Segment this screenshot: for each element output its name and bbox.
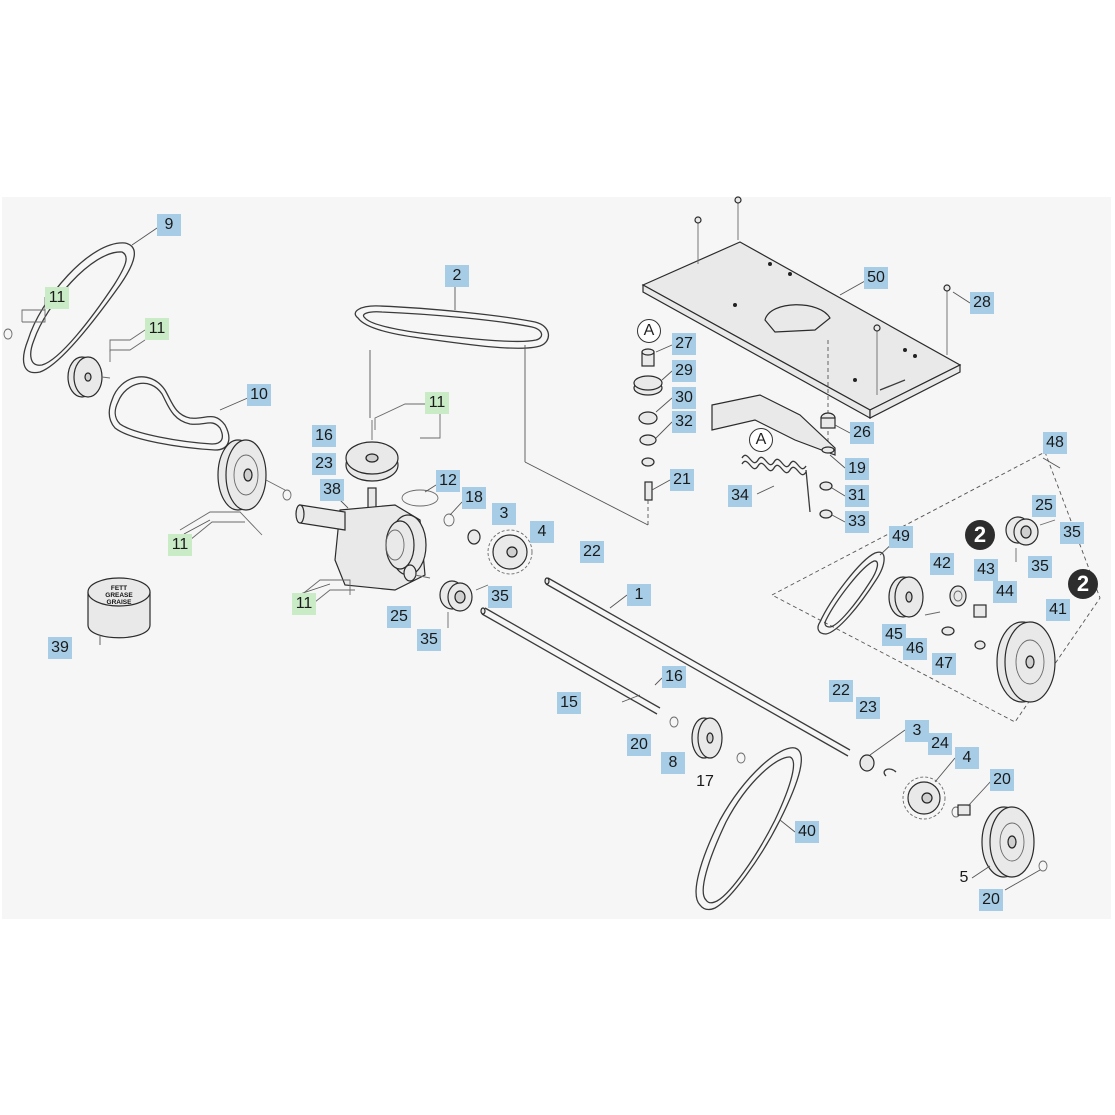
callout-12: 12 bbox=[436, 470, 460, 492]
callout-42: 42 bbox=[930, 553, 954, 575]
callout-23: 23 bbox=[856, 697, 880, 719]
callout-48: 48 bbox=[1043, 432, 1067, 454]
callout-10: 10 bbox=[247, 384, 271, 406]
callout-35: 35 bbox=[417, 629, 441, 651]
callout-50: 50 bbox=[864, 267, 888, 289]
sprocket-4-right bbox=[859, 754, 971, 820]
reference-badge-2-1: 2 bbox=[965, 520, 995, 550]
belt-40 bbox=[695, 747, 802, 911]
coupling-25-right bbox=[1005, 516, 1056, 562]
callout-41: 41 bbox=[1046, 599, 1070, 621]
callout-47: 47 bbox=[932, 653, 956, 675]
belt-9 bbox=[22, 242, 135, 374]
callout-11: 11 bbox=[425, 392, 449, 414]
pulley-41 bbox=[996, 621, 1056, 703]
callout-21: 21 bbox=[670, 469, 694, 491]
callout-20: 20 bbox=[990, 769, 1014, 791]
callout-46: 46 bbox=[903, 638, 927, 660]
callout-4: 4 bbox=[530, 521, 554, 543]
pulley-42 bbox=[888, 576, 987, 650]
callout-17: 17 bbox=[696, 773, 714, 790]
callout-25: 25 bbox=[1032, 495, 1056, 517]
coupling-25-left bbox=[439, 580, 489, 628]
callout-15: 15 bbox=[557, 692, 581, 714]
callout-39: 39 bbox=[48, 637, 72, 659]
callout-22: 22 bbox=[829, 680, 853, 702]
belt-2 bbox=[354, 305, 550, 349]
callout-3: 3 bbox=[492, 503, 516, 525]
callout-34: 34 bbox=[728, 485, 752, 507]
gearbox bbox=[295, 420, 439, 591]
callout-23: 23 bbox=[312, 453, 336, 475]
grease-can-line-2: GREASE bbox=[105, 592, 133, 599]
callout-33: 33 bbox=[845, 511, 869, 533]
callout-24: 24 bbox=[928, 733, 952, 755]
small-pulley bbox=[3, 328, 111, 398]
callout-11: 11 bbox=[45, 287, 69, 309]
shaft-1 bbox=[544, 577, 851, 757]
pulley-8 bbox=[669, 716, 746, 764]
callout-26: 26 bbox=[850, 422, 874, 444]
reference-marker-a-1: A bbox=[637, 319, 661, 343]
callout-38: 38 bbox=[320, 479, 344, 501]
shaft-15 bbox=[480, 607, 661, 715]
grease-can-label: FETT GREASE GRAISE bbox=[89, 585, 149, 606]
grease-can-line-1: FETT bbox=[110, 585, 128, 592]
callout-8: 8 bbox=[661, 752, 685, 774]
callout-49: 49 bbox=[889, 526, 913, 548]
tensioner-stack bbox=[633, 348, 833, 525]
pulley-5 bbox=[981, 806, 1048, 878]
grease-can bbox=[87, 577, 151, 639]
callout-29: 29 bbox=[672, 360, 696, 382]
callout-18: 18 bbox=[462, 487, 486, 509]
callout-45: 45 bbox=[882, 624, 906, 646]
plate-50 bbox=[641, 196, 962, 445]
grease-can-line-3: GRAISE bbox=[106, 599, 132, 606]
callout-16: 16 bbox=[662, 666, 686, 688]
spring-34 bbox=[741, 454, 811, 513]
callout-3: 3 bbox=[905, 720, 929, 742]
callout-4: 4 bbox=[955, 747, 979, 769]
callout-16: 16 bbox=[312, 425, 336, 447]
callout-20: 20 bbox=[627, 734, 651, 756]
callout-2: 2 bbox=[445, 265, 469, 287]
callout-22: 22 bbox=[580, 541, 604, 563]
callout-35: 35 bbox=[1028, 556, 1052, 578]
callout-25: 25 bbox=[387, 606, 411, 628]
belt-49 bbox=[817, 551, 885, 635]
callout-1: 1 bbox=[627, 584, 651, 606]
reference-marker-a-2: A bbox=[749, 428, 773, 452]
callout-9: 9 bbox=[157, 214, 181, 236]
callout-11: 11 bbox=[292, 593, 316, 615]
bracket-19 bbox=[711, 394, 836, 456]
callout-30: 30 bbox=[672, 387, 696, 409]
callout-19: 19 bbox=[845, 458, 869, 480]
group-48-outline bbox=[771, 451, 1101, 723]
callout-20: 20 bbox=[979, 889, 1003, 911]
callout-28: 28 bbox=[970, 292, 994, 314]
belt-10 bbox=[108, 376, 230, 451]
reference-badge-2-2: 2 bbox=[1068, 569, 1098, 599]
pulley-10 bbox=[217, 439, 292, 511]
callout-27: 27 bbox=[672, 333, 696, 355]
callout-11: 11 bbox=[145, 318, 169, 340]
callout-31: 31 bbox=[845, 485, 869, 507]
callout-35: 35 bbox=[1060, 522, 1084, 544]
callout-35: 35 bbox=[488, 586, 512, 608]
callout-40: 40 bbox=[795, 821, 819, 843]
callout-44: 44 bbox=[993, 581, 1017, 603]
sprocket-4-left bbox=[443, 513, 533, 575]
callout-32: 32 bbox=[672, 411, 696, 433]
callout-5: 5 bbox=[959, 869, 969, 886]
callout-11: 11 bbox=[168, 534, 192, 556]
callout-43: 43 bbox=[974, 559, 998, 581]
leader-lines bbox=[99, 227, 1061, 891]
